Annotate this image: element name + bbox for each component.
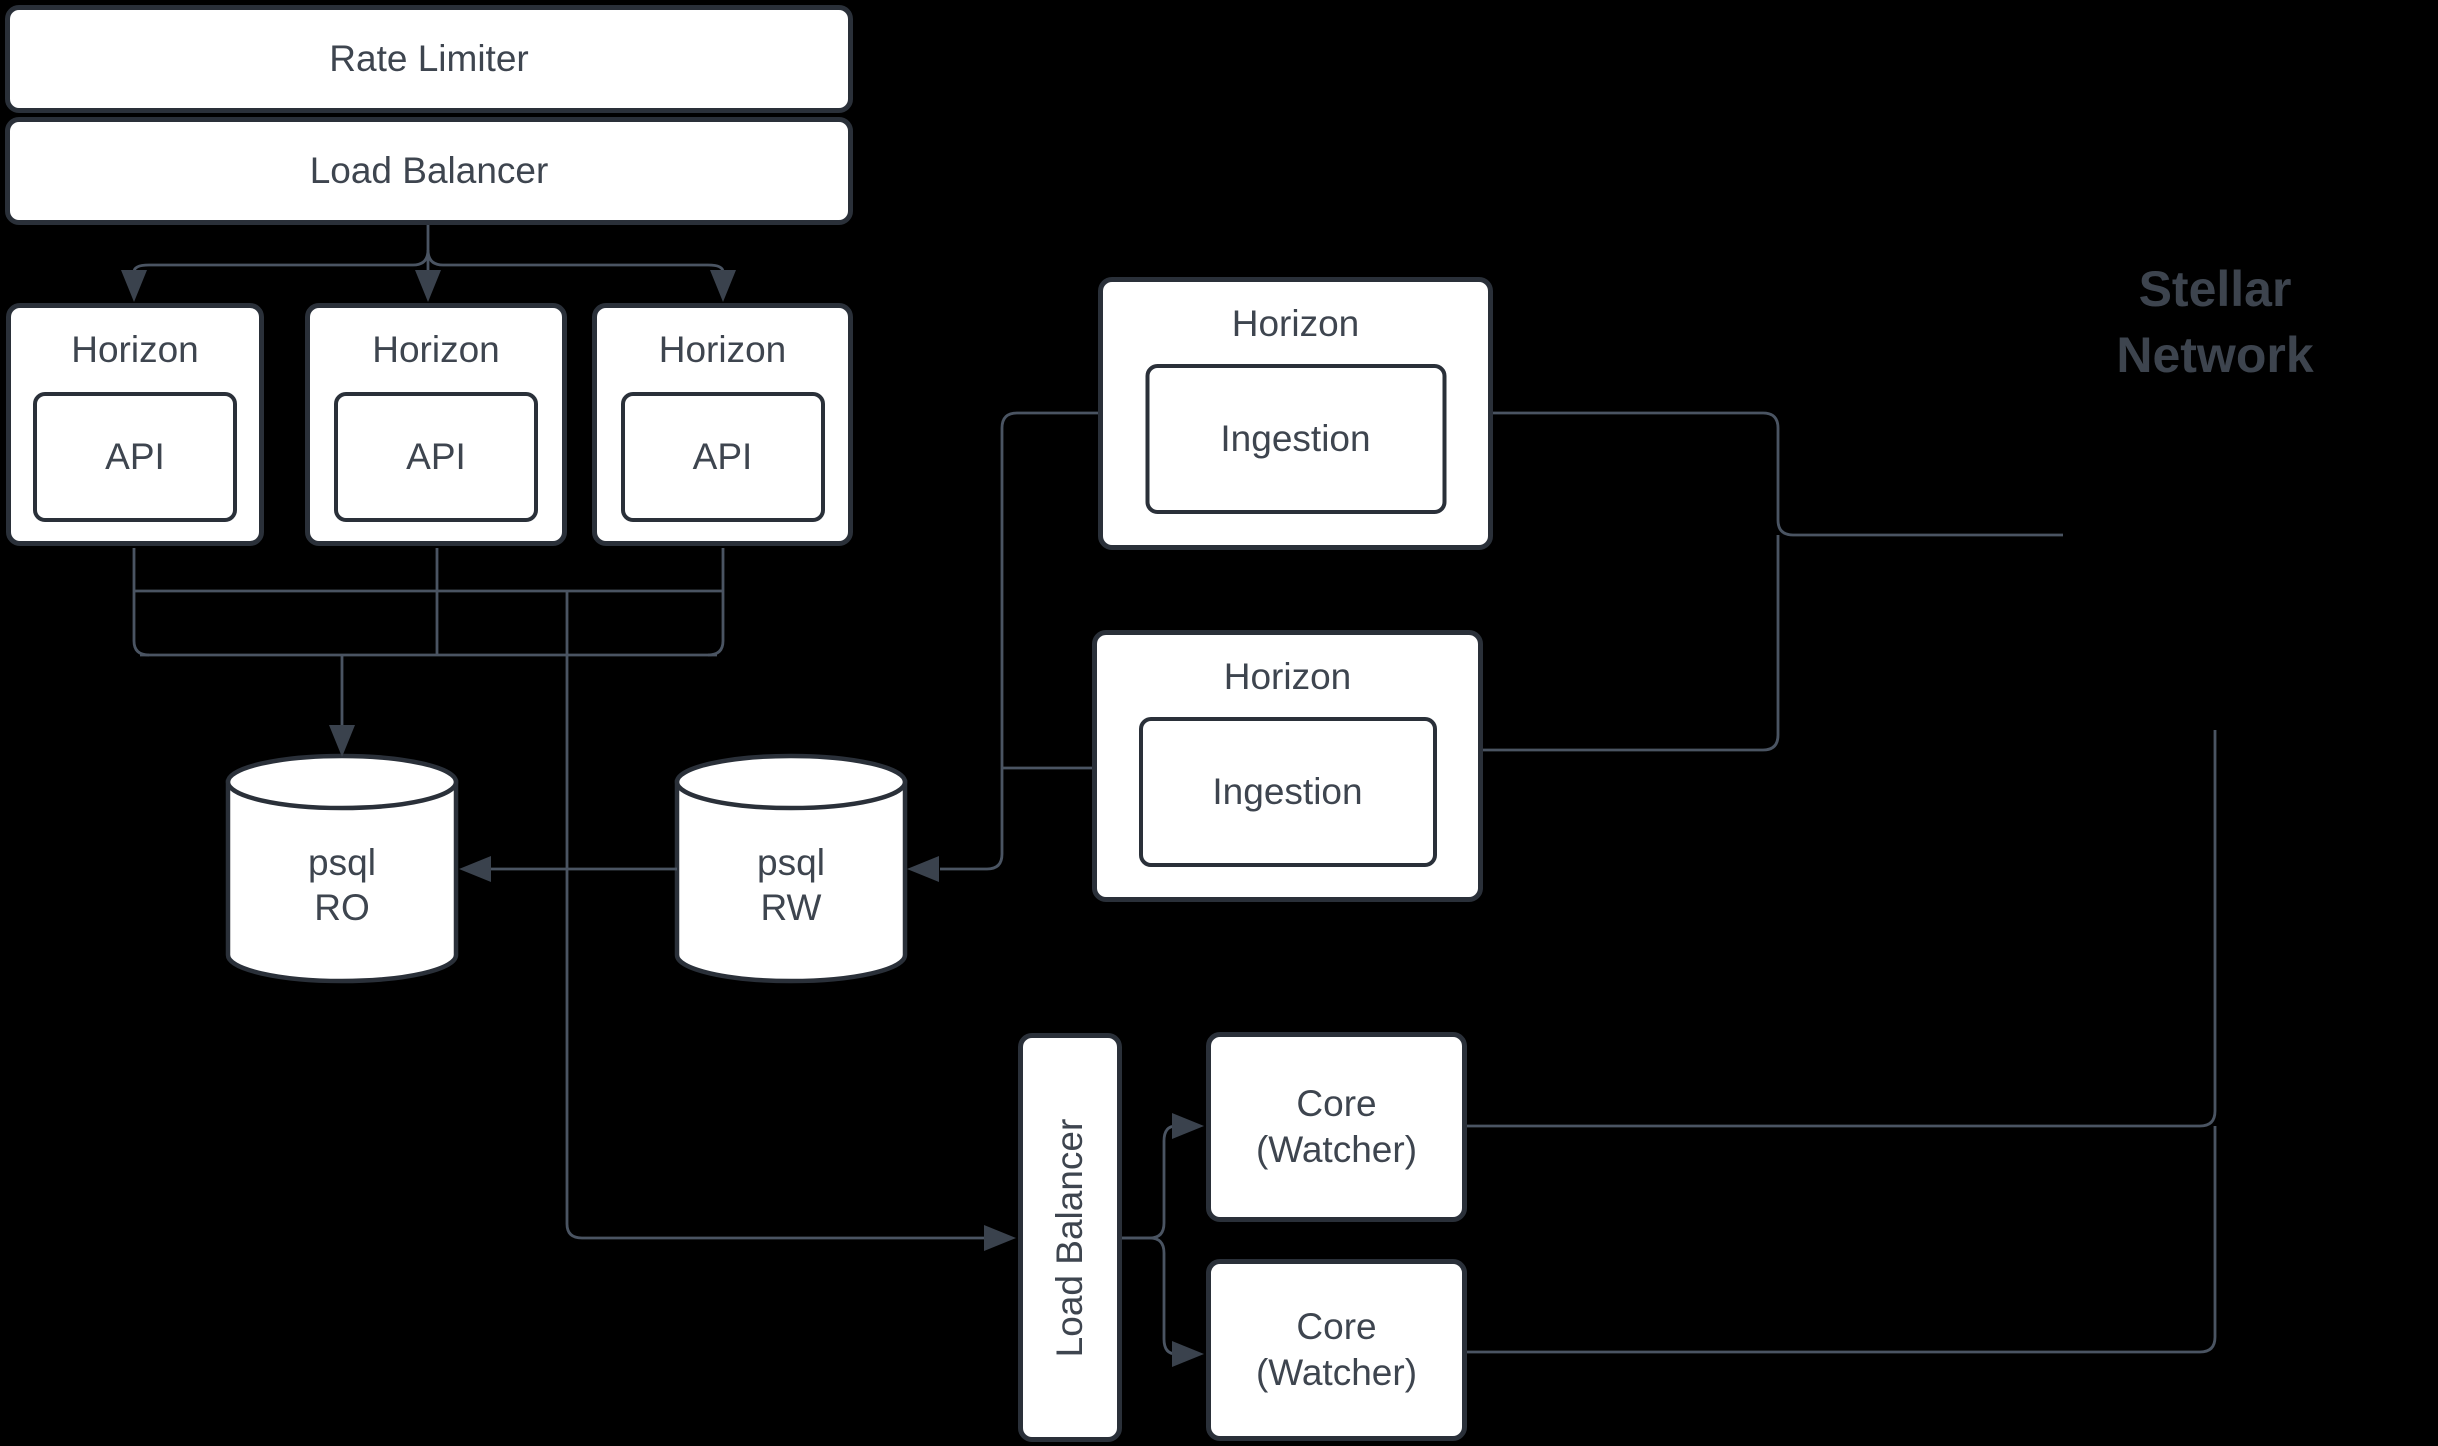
- api-2-node: API: [334, 392, 538, 522]
- api-3-node: API: [620, 392, 825, 522]
- horizon-ingestion-1-title: Horizon: [1231, 303, 1360, 344]
- edge-lb-to-horizon-apis: [121, 224, 736, 302]
- psql-rw-line2: RW: [760, 887, 822, 928]
- psql-rw-cylinder-shape: [674, 753, 908, 984]
- ingestion-2-node: Ingestion: [1138, 717, 1437, 867]
- load-balancer-top-label: Load Balancer: [309, 150, 549, 191]
- horizon-api-1-title: Horizon: [71, 329, 199, 370]
- edge-ingestions-to-rw: [907, 411, 1098, 882]
- psql-ro-line2: RO: [314, 887, 370, 928]
- stellar-network-label: Stellar Network: [2065, 256, 2365, 388]
- core-watcher-2-line1: Core: [1296, 1306, 1377, 1347]
- edge-apis-bus: [132, 548, 725, 657]
- ingestion-1-node: Ingestion: [1145, 364, 1446, 514]
- api-1-label: API: [105, 436, 165, 477]
- ingestion-1-label: Ingestion: [1220, 418, 1371, 459]
- edge-apis-to-psql-ro: [329, 655, 355, 757]
- horizon-api-2-title: Horizon: [372, 329, 500, 370]
- horizon-ingestion-2-node: Horizon Ingestion: [1092, 630, 1483, 902]
- rate-limiter-node: Rate Limiter: [5, 5, 853, 113]
- edge-ingestions-to-stellar: [1483, 411, 2063, 752]
- psql-ro-label: psql RO: [228, 840, 456, 930]
- stellar-network-line2: Network: [2116, 327, 2314, 383]
- rate-limiter-label: Rate Limiter: [329, 38, 529, 79]
- psql-rw-label: psql RW: [677, 840, 905, 930]
- psql-ro-line1: psql: [308, 842, 376, 883]
- api-1-node: API: [33, 392, 237, 522]
- load-balancer-top-node: Load Balancer: [5, 117, 853, 225]
- horizon-api-1-node: Horizon API: [6, 303, 264, 546]
- ingestion-2-label: Ingestion: [1212, 771, 1363, 812]
- horizon-api-3-title: Horizon: [658, 329, 787, 370]
- edge-rw-to-ro: [459, 856, 677, 882]
- core-watcher-2-node: Core (Watcher): [1206, 1259, 1467, 1441]
- stellar-network-line1: Stellar: [2138, 261, 2292, 317]
- horizon-api-2-node: Horizon API: [305, 303, 567, 546]
- edge-cores-to-stellar: [1467, 730, 2217, 1354]
- horizon-ingestion-1-node: Horizon Ingestion: [1098, 277, 1493, 550]
- edge-apis-to-core-lb: [565, 591, 1016, 1251]
- horizon-api-3-node: Horizon API: [592, 303, 853, 546]
- api-2-label: API: [406, 436, 466, 477]
- load-balancer-core-label: Load Balancer: [1049, 1118, 1090, 1357]
- api-3-label: API: [692, 436, 753, 477]
- core-watcher-1-node: Core (Watcher): [1206, 1032, 1467, 1222]
- core-watcher-2-line2: (Watcher): [1255, 1352, 1418, 1393]
- core-watcher-1-line1: Core: [1296, 1083, 1377, 1124]
- edge-lb-to-cores: [1122, 1113, 1204, 1367]
- psql-rw-line1: psql: [757, 842, 825, 883]
- load-balancer-core-node: Load Balancer: [1018, 1033, 1122, 1442]
- horizon-ingestion-2-title: Horizon: [1223, 656, 1352, 697]
- core-watcher-1-line2: (Watcher): [1255, 1129, 1418, 1170]
